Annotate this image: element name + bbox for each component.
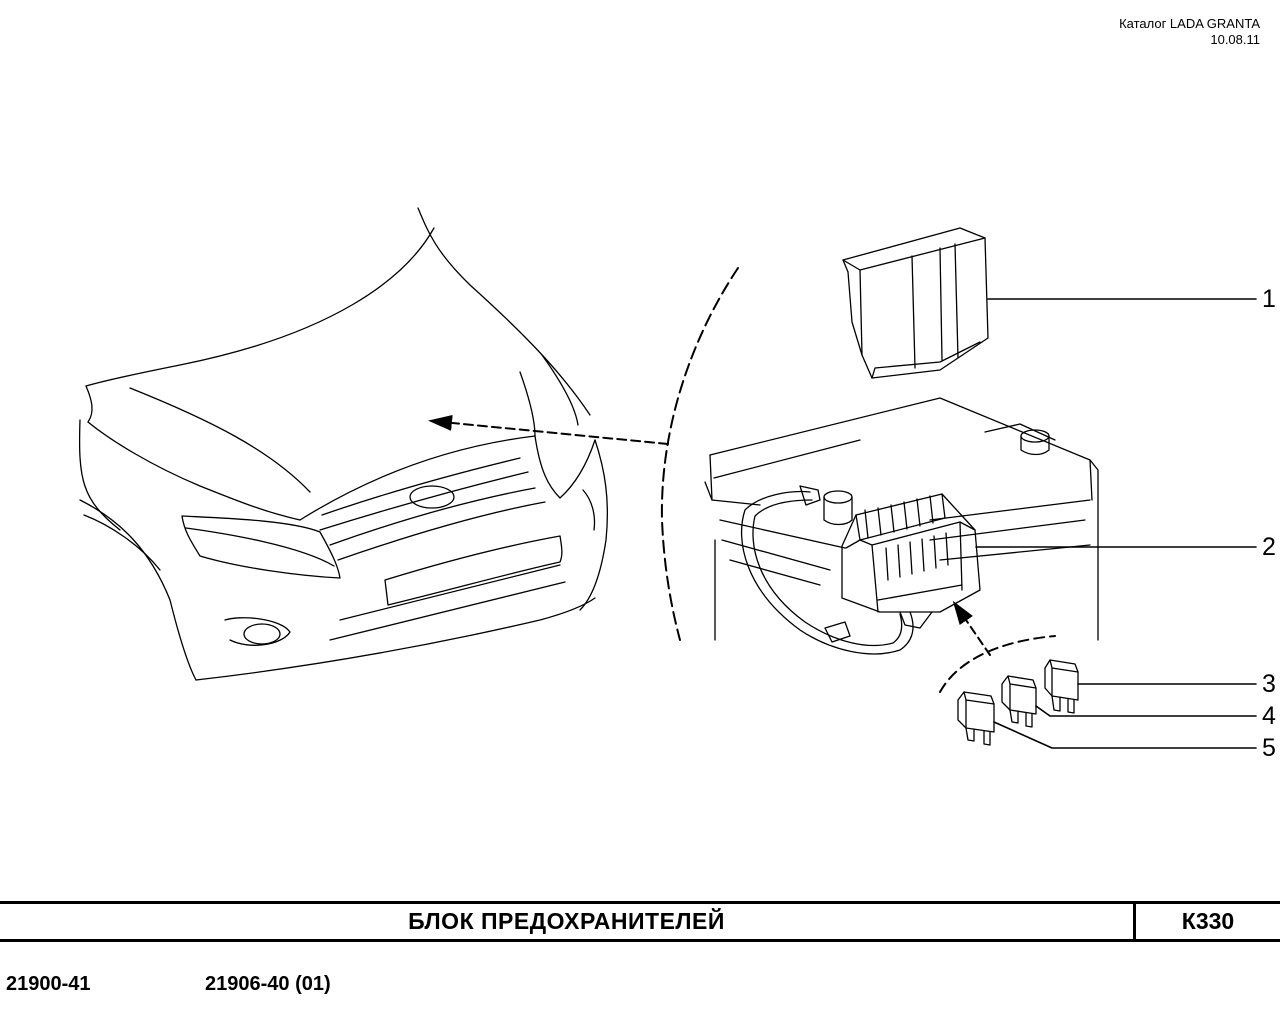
title-divider — [1133, 904, 1136, 939]
location-arrow — [428, 414, 669, 445]
callout-4: 4 — [1262, 702, 1276, 730]
catalog-date: 10.08.11 — [1210, 32, 1260, 47]
fuse-3-illustration — [1044, 659, 1079, 714]
fuse-block-illustration — [841, 493, 981, 629]
catalog-header: Каталог LADA GRANTA 10.08.11 — [1119, 16, 1260, 48]
fuse-cover-illustration — [842, 227, 989, 379]
catalog-title: Каталог LADA GRANTA — [1119, 16, 1260, 31]
callout-2: 2 — [1262, 533, 1276, 561]
car-front-illustration — [78, 207, 608, 681]
callout-5: 5 — [1262, 734, 1276, 762]
title-bar: БЛОК ПРЕДОХРАНИТЕЛЕЙ К330 — [0, 901, 1280, 942]
page-code: К330 — [1181, 908, 1235, 934]
model-number-2: 21906-40 (01) — [205, 973, 331, 995]
callout-3: 3 — [1262, 670, 1276, 698]
model-number-1: 21900-41 — [6, 973, 91, 995]
fuses-view-separator — [939, 635, 1056, 693]
page-title: БЛОК ПРЕДОХРАНИТЕЛЕЙ — [408, 908, 725, 934]
fuse-4-illustration — [1001, 675, 1037, 728]
leader-line-5 — [993, 721, 1257, 749]
leader-lines — [975, 298, 1257, 749]
fuses-location-arrow — [952, 600, 991, 656]
view-separator — [660, 267, 739, 641]
battery-cable — [740, 485, 914, 655]
battery-illustration — [704, 397, 1099, 641]
callout-1: 1 — [1262, 285, 1276, 313]
leader-line-4 — [1035, 705, 1257, 717]
fuse-5-illustration — [957, 691, 995, 746]
assembly-drawing — [78, 207, 1257, 749]
